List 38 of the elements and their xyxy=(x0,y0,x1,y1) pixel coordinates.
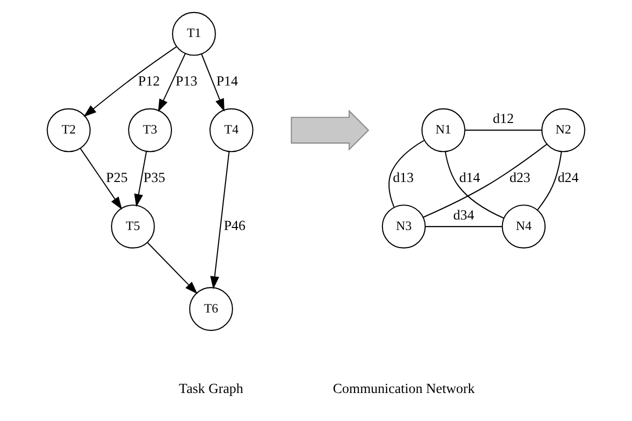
node-circle: T2 xyxy=(46,108,91,152)
node-circle: T1 xyxy=(172,12,216,56)
node-circle: N4 xyxy=(502,204,546,248)
connector xyxy=(537,152,562,210)
edge-label: d12 xyxy=(492,112,514,128)
edge-label: P12 xyxy=(138,74,160,90)
edge-label: d14 xyxy=(459,171,480,186)
edge-label: P25 xyxy=(106,171,128,186)
edge-label: P14 xyxy=(216,74,238,90)
label: Communication Network xyxy=(332,382,475,397)
arrow xyxy=(84,46,177,117)
node-circle: T5 xyxy=(110,204,155,248)
node-circle: T4 xyxy=(209,108,254,152)
connector xyxy=(444,151,504,219)
connector xyxy=(464,130,542,131)
node-circle: N3 xyxy=(382,204,426,248)
node-circle: T3 xyxy=(128,108,172,152)
edge-label: d24 xyxy=(558,171,579,186)
arrow xyxy=(158,53,186,112)
node-arrow xyxy=(290,110,370,151)
arrow xyxy=(147,242,198,294)
arrow xyxy=(80,148,122,210)
node-circle: N1 xyxy=(421,108,466,152)
edge-label: d13 xyxy=(392,171,414,186)
connector xyxy=(388,140,424,208)
arrow xyxy=(201,54,224,112)
connector xyxy=(425,226,502,228)
edge-label: d34 xyxy=(453,208,474,224)
arrow xyxy=(210,151,230,290)
edge-label: P46 xyxy=(224,219,246,234)
node-circle: N2 xyxy=(541,108,586,152)
connector xyxy=(423,144,548,218)
arrow xyxy=(134,152,147,207)
label: Task Graph xyxy=(178,382,244,397)
edge-label: d23 xyxy=(510,171,530,186)
edge-label: P13 xyxy=(176,74,198,90)
node-circle: T6 xyxy=(189,287,234,331)
edge-label: P35 xyxy=(144,171,166,186)
